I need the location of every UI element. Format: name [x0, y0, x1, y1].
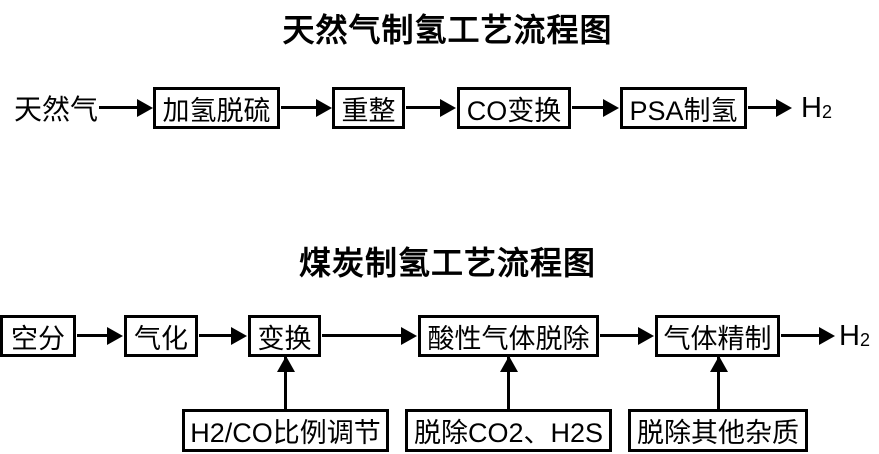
flow-arrow-right-icon [281, 98, 332, 117]
flow-arrow-up-icon [709, 356, 728, 409]
process-box-label: 气化 [134, 323, 188, 354]
flow-arrow-right-icon [781, 326, 835, 345]
flow-arrow-up-icon [276, 356, 295, 409]
process-box-gasification: 气化 [124, 315, 198, 357]
coal-diagram-title: 煤炭制氢工艺流程图 [298, 245, 596, 281]
process-box-label: 空分 [11, 323, 65, 354]
process-box-hydrodesulfurization: 加氢脱硫 [153, 87, 280, 129]
aux-box-label: H2/CO比例调节 [190, 418, 381, 448]
process-box-label: CO变换 [466, 95, 562, 126]
flow-arrow-right-icon [600, 326, 654, 345]
aux-box-remove-other-impurities: 脱除其他杂质 [628, 409, 808, 452]
aux-box-label: 脱除其他杂质 [637, 418, 799, 448]
flow-arrow-right-icon [406, 98, 456, 117]
flow-arrow-right-icon [748, 98, 792, 117]
flow-arrow-right-icon [99, 98, 153, 117]
flow-arrow-right-icon [322, 326, 417, 345]
process-box-psa: PSA制氢 [620, 87, 747, 129]
flow-arrow-right-icon [199, 326, 247, 345]
aux-box-remove-co2-h2s: 脱除CO2、H2S [405, 409, 612, 452]
process-box-shift: 变换 [248, 315, 321, 357]
input-label-natural-gas: 天然气 [14, 94, 99, 125]
process-box-label: 变换 [257, 323, 312, 354]
flow-arrow-right-icon [572, 98, 619, 117]
flow-arrow-up-icon [499, 356, 518, 409]
process-box-reforming: 重整 [332, 87, 405, 129]
flow-arrow-right-icon [77, 326, 123, 345]
process-box-acid-gas-removal: 酸性气体脱除 [418, 315, 599, 357]
process-box-label: PSA制氢 [629, 95, 738, 126]
process-box-label: 加氢脱硫 [162, 95, 271, 126]
process-box-label: 气体精制 [663, 323, 772, 354]
process-box-label: 重整 [341, 95, 396, 126]
natural-gas-diagram-title: 天然气制氢工艺流程图 [282, 12, 613, 48]
process-box-co-shift: CO变换 [457, 87, 571, 129]
aux-box-h2-co-ratio-adjustment: H2/CO比例调节 [182, 409, 389, 452]
process-box-label: 酸性气体脱除 [427, 323, 590, 354]
h2-base: H [801, 91, 822, 124]
h2-base: H [839, 319, 860, 352]
aux-box-label: 脱除CO2、H2S [413, 418, 604, 448]
process-box-gas-purification: 气体精制 [655, 315, 780, 357]
process-box-air-separation: 空分 [0, 315, 76, 357]
